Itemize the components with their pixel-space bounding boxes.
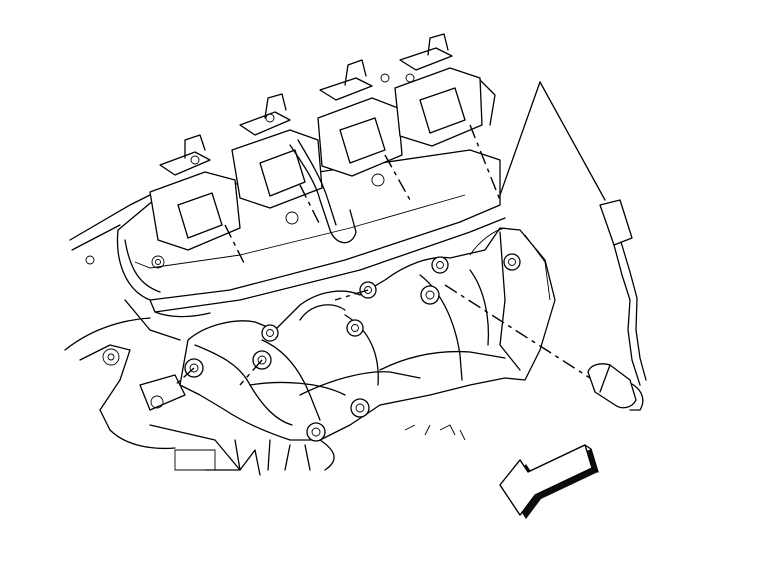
manifold-bolt-icon <box>350 398 370 418</box>
engine-block <box>64 189 335 476</box>
exhaust-manifold <box>174 227 556 442</box>
manifold-bolt-icon <box>431 256 449 274</box>
ignition-coil-icon <box>317 59 411 201</box>
ignition-coil-icon <box>394 33 501 201</box>
ignition-coil-icon <box>231 93 323 226</box>
spark-plug-wire <box>444 81 647 411</box>
manifold-bolt-icon <box>261 324 279 342</box>
manifold-bolt-icon <box>420 285 440 305</box>
manifold-bolt-icon <box>306 422 326 442</box>
ignition-coil-icon <box>149 134 246 266</box>
front-direction-arrow-icon <box>499 444 599 519</box>
ignition-coils <box>149 33 501 266</box>
manifold-bolt-icon <box>503 253 521 271</box>
manifold-bolt-icon <box>346 319 364 337</box>
